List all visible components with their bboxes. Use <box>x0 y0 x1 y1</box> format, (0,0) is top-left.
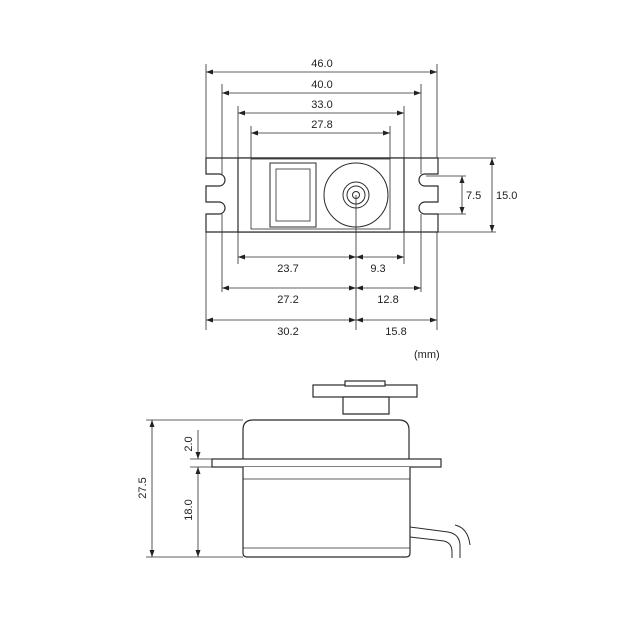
dim-15-8: 15.8 <box>385 326 406 338</box>
dim-2-0: 2.0 <box>183 436 195 451</box>
dim-40-0: 40.0 <box>311 79 332 91</box>
servo-horn <box>312 384 418 398</box>
unit-label: (mm) <box>414 349 440 361</box>
mounting-flange <box>211 458 442 468</box>
dim-27-8: 27.8 <box>311 119 332 131</box>
dim-46-0: 46.0 <box>311 58 332 70</box>
dim-27-2: 27.2 <box>277 294 298 306</box>
dim-9-3: 9.3 <box>370 263 385 275</box>
dim-12-8: 12.8 <box>377 294 398 306</box>
dim-18-0: 18.0 <box>183 499 195 520</box>
dim-27-5: 27.5 <box>137 477 149 498</box>
lower-case <box>242 467 411 558</box>
cable-exit <box>409 526 461 558</box>
label-recess-inner <box>275 168 311 222</box>
horn-hub <box>344 380 386 387</box>
dim-33-0: 33.0 <box>311 99 332 111</box>
case-inner <box>250 158 391 230</box>
dim-15-0: 15.0 <box>496 190 517 202</box>
dim-23-7: 23.7 <box>277 263 298 275</box>
output-spline <box>342 396 390 415</box>
label-recess <box>269 162 317 228</box>
dim-7-5: 7.5 <box>466 190 481 202</box>
dim-30-2: 30.2 <box>277 326 298 338</box>
top-view: 46.0 40.0 33.0 27.8 15.0 7.5 23.7 9.3 27… <box>205 58 517 361</box>
side-view: 27.5 2.0 18.0 <box>137 380 471 558</box>
upper-case <box>242 419 410 460</box>
case-body <box>237 157 405 233</box>
